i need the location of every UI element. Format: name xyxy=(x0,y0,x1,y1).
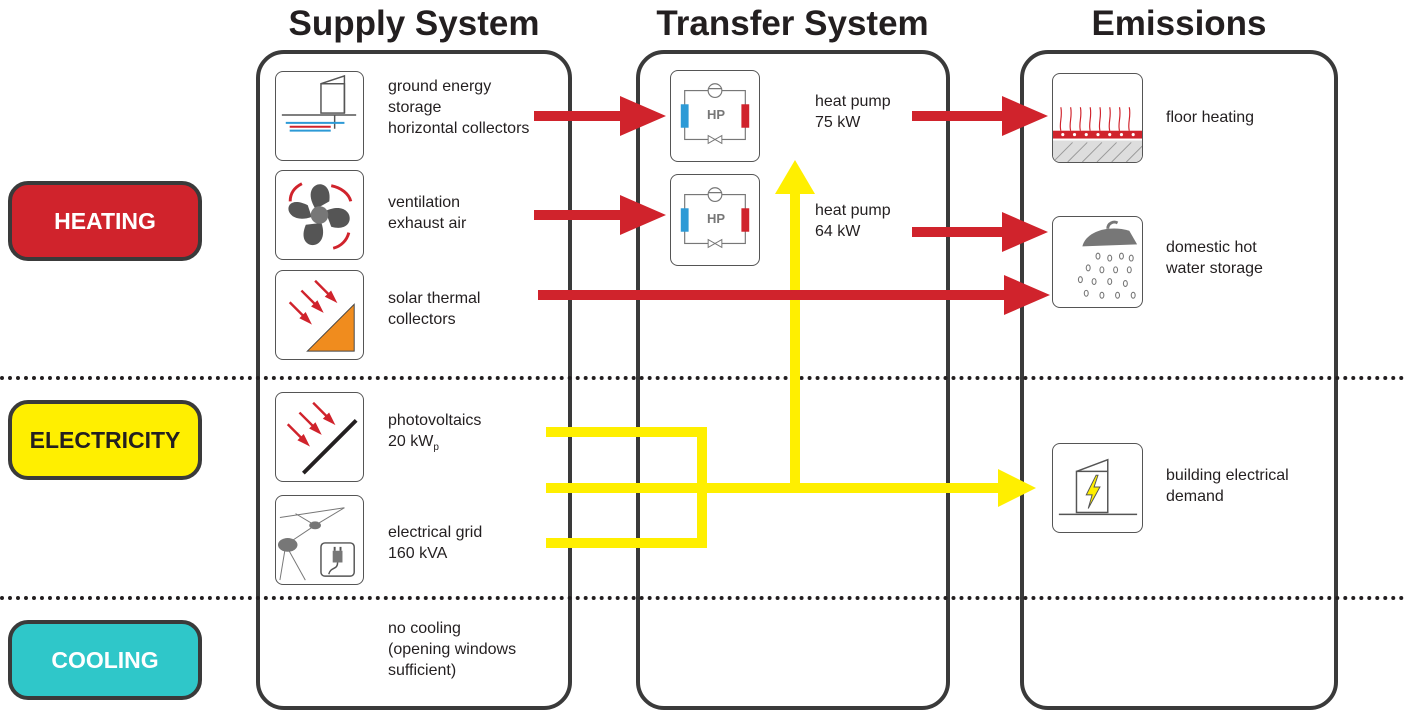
electrical-grid-line-1: electrical grid xyxy=(388,524,483,541)
supply-system-panel xyxy=(256,50,572,710)
heat-pump-2-text: heat pump 64 kW xyxy=(815,200,891,242)
no-cooling-text: no cooling (opening windows sufficient) xyxy=(388,618,516,681)
heat-flow-lines xyxy=(534,111,1006,300)
heat-arrowhead-solar xyxy=(1004,275,1050,315)
heating-category-label: HEATING xyxy=(54,207,156,234)
heating-category: HEATING xyxy=(8,181,202,261)
heat-pump-1-icon: HP xyxy=(670,70,760,162)
solar-thermal-text: solar thermal collectors xyxy=(388,288,480,330)
building-electrical-line-2: demand xyxy=(1166,488,1224,505)
heat-arrowhead-floor xyxy=(1002,96,1048,136)
floor-heating-line-1: floor heating xyxy=(1166,109,1255,126)
transfer-system-panel xyxy=(636,50,950,710)
photovoltaics-capacity: 20 kW xyxy=(388,433,434,450)
heat-arrowhead-ventilation xyxy=(620,195,666,235)
ground-energy-text: ground energy storage horizontal collect… xyxy=(388,76,529,139)
solar-thermal-line-2: collectors xyxy=(388,311,456,328)
building-electrical-text: building electrical demand xyxy=(1166,465,1289,507)
supply-system-title: Supply System xyxy=(288,4,540,43)
solar-thermal-icon xyxy=(275,270,364,360)
no-cooling-line-3: sufficient) xyxy=(388,662,457,679)
electricity-arrowhead-demand xyxy=(998,469,1036,507)
floor-heating-icon xyxy=(1052,73,1143,163)
domestic-hot-water-line-1: domestic hot xyxy=(1166,239,1257,256)
heat-pump-2-line-2: 64 kW xyxy=(815,223,861,240)
ground-energy-line-2: storage xyxy=(388,99,442,116)
emissions-panel xyxy=(1020,50,1338,710)
heat-pump-1-hp-label: HP xyxy=(706,107,726,122)
solar-thermal-line-1: solar thermal xyxy=(388,290,481,307)
electricity-category-label: ELECTRICITY xyxy=(29,426,181,453)
domestic-hot-water-text: domestic hot water storage xyxy=(1166,237,1263,279)
photovoltaics-line-1: photovoltaics xyxy=(388,412,482,429)
heat-pump-1-line-1: heat pump xyxy=(815,93,891,110)
electrical-grid-line-2: 160 kVA xyxy=(388,545,448,562)
ventilation-line-2: exhaust air xyxy=(388,215,467,232)
photovoltaics-icon xyxy=(275,392,364,482)
ground-collector-icon xyxy=(275,71,364,161)
heat-pump-2-line-1: heat pump xyxy=(815,202,891,219)
heat-pump-1-text: heat pump 75 kW xyxy=(815,91,891,133)
building-electrical-line-1: building electrical xyxy=(1166,467,1289,484)
transfer-system-title: Transfer System xyxy=(656,4,929,43)
ventilation-fan-icon xyxy=(275,170,364,260)
heat-pump-1-line-2: 75 kW xyxy=(815,114,861,131)
ventilation-text: ventilation exhaust air xyxy=(388,192,466,234)
heat-arrowhead-ground xyxy=(620,96,666,136)
floor-heating-text: floor heating xyxy=(1166,107,1254,128)
photovoltaics-line-2: 20 kWp xyxy=(388,431,481,458)
electricity-category: ELECTRICITY xyxy=(8,400,202,480)
cooling-category: COOLING xyxy=(8,620,202,700)
heat-pump-2-hp-label: HP xyxy=(706,211,726,226)
cooling-category-label: COOLING xyxy=(51,646,159,673)
electricity-arrowhead-heat-pump xyxy=(775,160,815,194)
building-electrical-icon xyxy=(1052,443,1143,533)
heating-electricity-divider xyxy=(0,376,1405,380)
heat-pump-2-icon: HP xyxy=(670,174,760,266)
shower-icon xyxy=(1052,216,1143,308)
ventilation-line-1: ventilation xyxy=(388,194,461,211)
heat-arrowhead-dhw xyxy=(1002,212,1048,252)
ground-energy-line-3: horizontal collectors xyxy=(388,120,530,137)
no-cooling-line-1: no cooling xyxy=(388,620,461,637)
photovoltaics-capacity-subscript: p xyxy=(433,442,439,454)
emissions-title: Emissions xyxy=(1091,4,1267,43)
domestic-hot-water-line-2: water storage xyxy=(1166,260,1263,277)
electricity-flow-lines xyxy=(546,192,1000,548)
photovoltaics-text: photovoltaics 20 kWp xyxy=(388,410,481,458)
electrical-grid-text: electrical grid 160 kVA xyxy=(388,522,482,564)
no-cooling-line-2: (opening windows xyxy=(388,641,517,658)
ground-energy-line-1: ground energy xyxy=(388,78,492,95)
electricity-cooling-divider xyxy=(0,596,1405,600)
electrical-grid-icon xyxy=(275,495,364,585)
